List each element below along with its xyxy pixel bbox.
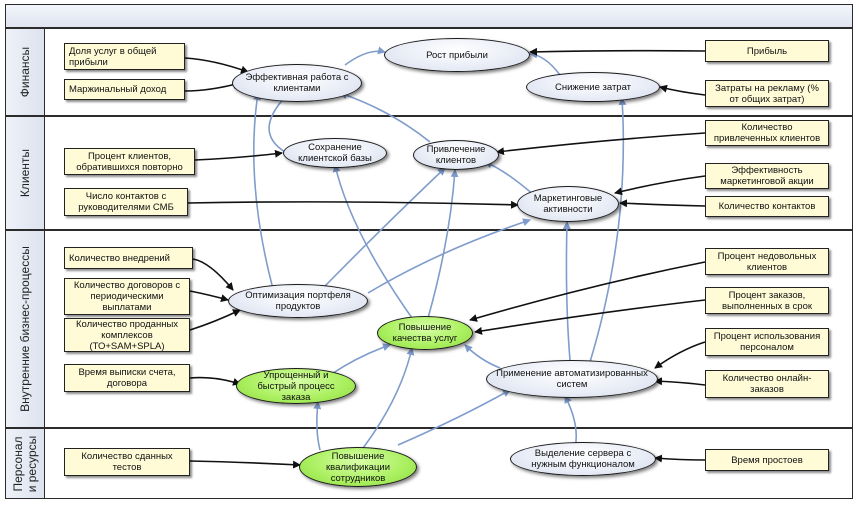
- indicator-ad-costs: Затраты на рекламу (% от общих затрат): [705, 80, 829, 107]
- indicator-attracted-clients: Количество привлеченных клиентов: [705, 120, 829, 146]
- arrow-repeat-to-retention: [194, 149, 283, 161]
- arrow-cost-to-profit: [529, 50, 561, 76]
- goal-automation: Применение автоматизированных систем: [486, 360, 658, 398]
- indicator-marketing-efficiency: Эффективность маркетинговой акции: [705, 163, 829, 189]
- goal-client-attraction: Привлечение клиентов: [413, 140, 499, 170]
- arrow-adcosts-to-cost: [659, 84, 706, 96]
- lane-label-clients: Клиенты: [6, 117, 45, 229]
- goal-server: Выделение сервера с нужным функционалом: [510, 442, 656, 476]
- lane-label-finance: Финансы: [6, 29, 45, 115]
- arrow-contacts-to-marketing: [619, 199, 706, 208]
- goal-marketing: Маркетинговые активности: [517, 186, 619, 222]
- arrow-invoice-to-order: [189, 376, 241, 386]
- header-bar: [5, 4, 853, 28]
- arrow-effective-to-profit: [344, 46, 386, 66]
- arrow-efficiency-to-marketing: [614, 175, 706, 196]
- indicator-profit: Прибыль: [705, 40, 829, 62]
- arrow-qualification-to-automation: [397, 389, 511, 446]
- arrow-automation-to-cost: [589, 97, 627, 363]
- arrow-qualification-to-order: [313, 401, 322, 451]
- arrow-automation-to-marketing: [562, 221, 571, 361]
- arrow-quality-to-attraction: [427, 169, 459, 319]
- indicator-downtime: Время простоев: [705, 449, 829, 471]
- arrow-portfolio-to-effective: [253, 92, 273, 286]
- goal-effective-work: Эффективная работа с клиентами: [232, 64, 362, 102]
- indicator-unhappy-clients: Процент недовольных клиентов: [705, 248, 829, 275]
- arrow-server-to-automation: [564, 395, 578, 449]
- arrow-automation-to-quality: [464, 344, 501, 369]
- arrow-impl-to-portfolio: [192, 258, 234, 291]
- indicator-periodic-contracts: Количество договоров с периодическими вы…: [64, 278, 190, 315]
- indicator-online-orders: Количество онлайн-заказов: [705, 370, 829, 398]
- indicator-tests-passed: Количество сданных тестов: [64, 448, 190, 476]
- arrow-portfolio-to-marketing: [367, 218, 531, 294]
- arrow-qualification-to-quality: [359, 347, 415, 453]
- indicator-smb-contacts: Число контактов с руководителями СМБ: [64, 188, 188, 216]
- arrow-quality-to-retention: [332, 164, 413, 319]
- arrow-smb-to-marketing: [187, 200, 519, 209]
- indicator-sold-complexes: Количество проданных комплексов (ТО+SAM+…: [64, 318, 190, 352]
- arrow-marketing-to-attraction: [484, 160, 536, 197]
- indicator-contacts-count: Количество контактов: [705, 196, 829, 217]
- indicator-invoice-time: Время выписки счета, договора: [64, 364, 190, 392]
- arrow-sold-to-portfolio: [189, 309, 241, 331]
- arrow-share-to-effective: [184, 57, 249, 74]
- arrow-profit-to-profit: [529, 47, 706, 56]
- goal-profit-growth: Рост прибыли: [384, 38, 530, 72]
- arrow-ontime-to-quality: [474, 299, 706, 335]
- goal-client-retention: Сохранение клиентской базы: [283, 138, 387, 168]
- arrow-staff-to-automation: [654, 341, 706, 369]
- arrow-periodic-to-portfolio: [189, 290, 229, 302]
- arrow-attraction-to-effective: [339, 91, 431, 143]
- indicator-orders-on-time: Процент заказов, выполненных в срок: [705, 287, 829, 314]
- indicator-implementations: Количество внедрений: [64, 247, 193, 269]
- indicator-share-services: Доля услуг в общей прибыли: [64, 43, 185, 70]
- goal-order-process: Упрощенный и быстрый процесс заказа: [236, 368, 356, 404]
- lane-label-processes: Внутренние бизнес-процессы: [6, 231, 45, 427]
- arrow-unhappy-to-quality: [469, 261, 706, 322]
- arrow-online-to-automation: [654, 377, 706, 386]
- goal-qualification: Повышение квалификации сотрудников: [299, 447, 417, 487]
- goal-cost-reduction: Снижение затрат: [526, 72, 660, 102]
- indicator-staff-usage: Процент использования персоналом: [705, 328, 829, 356]
- arrow-attracted-to-attraction: [496, 132, 706, 156]
- indicator-marginal-income: Маржинальный доход: [64, 79, 185, 100]
- indicator-repeat-clients: Процент клиентов, обратившихся повторно: [64, 148, 195, 175]
- goal-quality: Повышение качества услуг: [377, 316, 473, 350]
- arrow-downtime-to-server: [654, 454, 706, 463]
- goal-portfolio: Оптимизация портфеля продуктов: [228, 284, 368, 318]
- arrow-tests-to-qualification: [189, 460, 301, 469]
- lane-label-personnel: Персонал и ресурсы: [6, 429, 45, 498]
- arrow-portfolio-to-attraction: [324, 167, 446, 287]
